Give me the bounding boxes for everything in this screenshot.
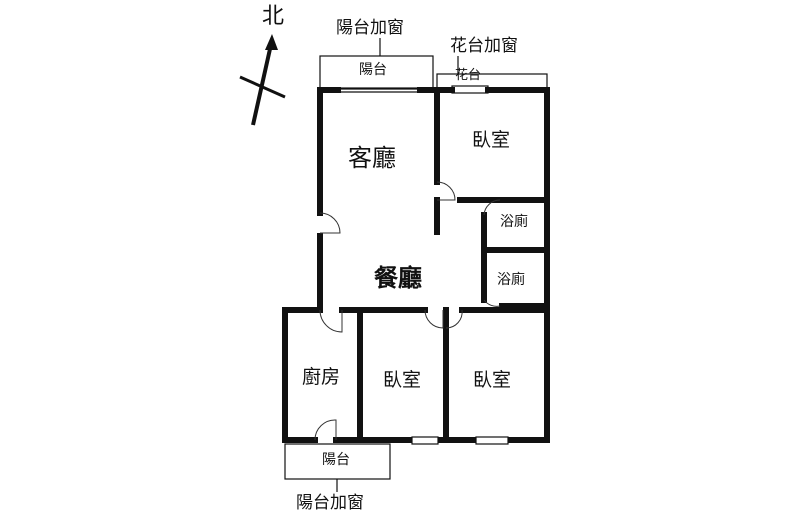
bedroom-middle-label: 臥室 [383, 369, 422, 391]
flower-balcony-label: 花台 [455, 68, 482, 83]
living-room-label: 客廳 [348, 144, 396, 172]
flower-balcony-window-label: 花台加窗 [450, 36, 518, 56]
bath-lower-label: 浴廁 [497, 272, 525, 288]
bedroom-top-label: 臥室 [472, 129, 511, 151]
door-swings [314, 181, 501, 441]
north-arrow-icon [239, 34, 286, 126]
top-balcony-label: 陽台 [359, 62, 387, 78]
bedroom-right-label: 臥室 [473, 369, 512, 391]
bottom-balcony-window-label: 陽台加窗 [296, 493, 364, 513]
dining-room-label: 餐廳 [374, 264, 422, 292]
bottom-balcony-label: 陽台 [322, 452, 350, 468]
bottom-balcony-outline [284, 443, 391, 492]
top-balcony-outline [319, 38, 434, 93]
compass-label: 北 [262, 4, 285, 29]
top-balcony-window-label: 陽台加窗 [336, 18, 404, 38]
kitchen-label: 廚房 [302, 366, 341, 388]
bath-upper-label: 浴廁 [500, 214, 528, 230]
bottom-windows [411, 436, 509, 445]
walls [282, 87, 550, 443]
